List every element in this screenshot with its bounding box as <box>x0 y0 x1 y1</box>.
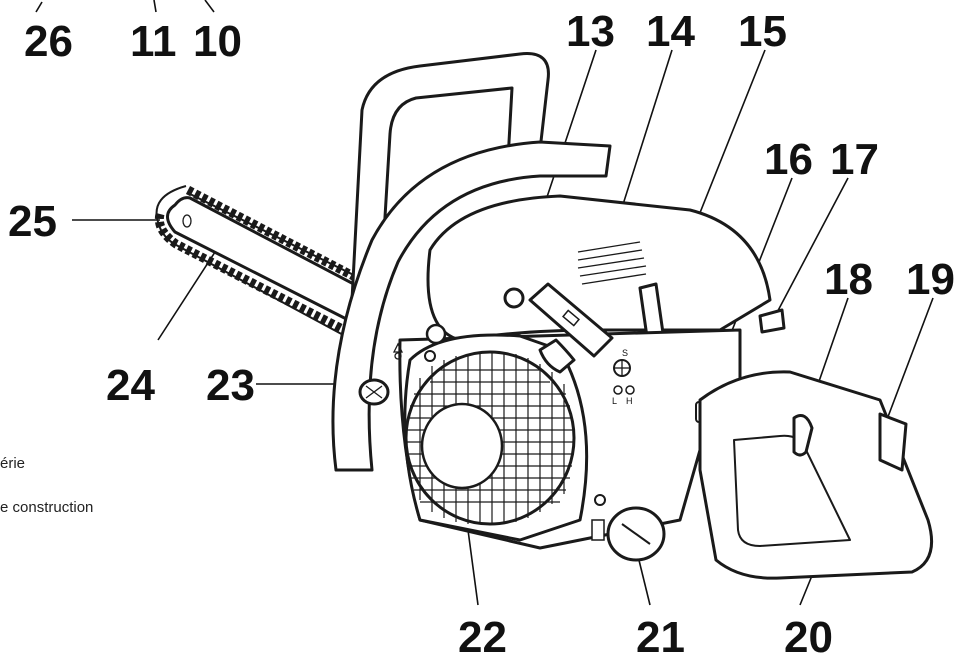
choke-s-marking: S <box>622 348 628 358</box>
fuel-cap-grip <box>621 523 651 545</box>
starter-grip-slot <box>562 309 580 327</box>
front-handle <box>331 140 612 472</box>
leader-10 <box>204 0 215 13</box>
fuel-pump-icon <box>591 519 605 541</box>
callout-21: 21 <box>636 613 685 659</box>
callout-24: 24 <box>106 361 155 410</box>
leader-19 <box>885 297 934 423</box>
chain-catcher <box>758 308 786 334</box>
side-text-line-1: érie <box>0 455 25 472</box>
carb-h-marking: H <box>626 396 633 406</box>
callout-23: 23 <box>206 361 255 410</box>
decompression-valve <box>503 287 525 309</box>
callout-25: 25 <box>8 197 57 246</box>
leader-17 <box>771 177 849 323</box>
oil-symbol-icon <box>392 342 404 360</box>
callout-17: 17 <box>830 135 879 184</box>
callout-19: 19 <box>906 255 955 304</box>
rear-handle-opening <box>733 434 851 547</box>
callout-15: 15 <box>738 7 787 56</box>
carb-l-marking: L <box>612 396 617 406</box>
side-text-line-2: e construction <box>0 499 93 516</box>
chainsaw-illustration: S L H <box>154 52 934 580</box>
carburettor-screw-l <box>613 385 623 395</box>
throttle-lockout <box>792 414 814 457</box>
starter-grip-stem <box>538 338 576 374</box>
callout-14: 14 <box>646 7 695 56</box>
callout-16: 16 <box>764 135 813 184</box>
side-text: érie e construction <box>0 455 93 516</box>
throttle-trigger <box>878 412 908 472</box>
rear-handle <box>698 370 934 580</box>
callout-labels: 26 11 10 13 14 15 16 17 18 19 25 24 23 2… <box>8 7 955 659</box>
callout-26: 26 <box>24 17 73 66</box>
callout-11: 11 <box>130 17 177 66</box>
engine-cover <box>426 194 772 342</box>
callout-13: 13 <box>566 7 615 56</box>
callout-10: 10 <box>193 17 242 66</box>
callout-18: 18 <box>824 255 873 304</box>
leader-26 <box>35 1 43 13</box>
callout-20: 20 <box>784 613 833 659</box>
leader-11 <box>153 0 157 13</box>
callout-22: 22 <box>458 613 507 659</box>
cover-vent-slots <box>577 241 647 285</box>
handle-mount-bolt <box>425 323 447 345</box>
bar-nose-hole <box>182 214 192 228</box>
carburettor-screw-h <box>625 385 635 395</box>
starter-hub <box>420 402 504 490</box>
bolt-1 <box>424 350 436 362</box>
bolt-2 <box>594 494 606 506</box>
